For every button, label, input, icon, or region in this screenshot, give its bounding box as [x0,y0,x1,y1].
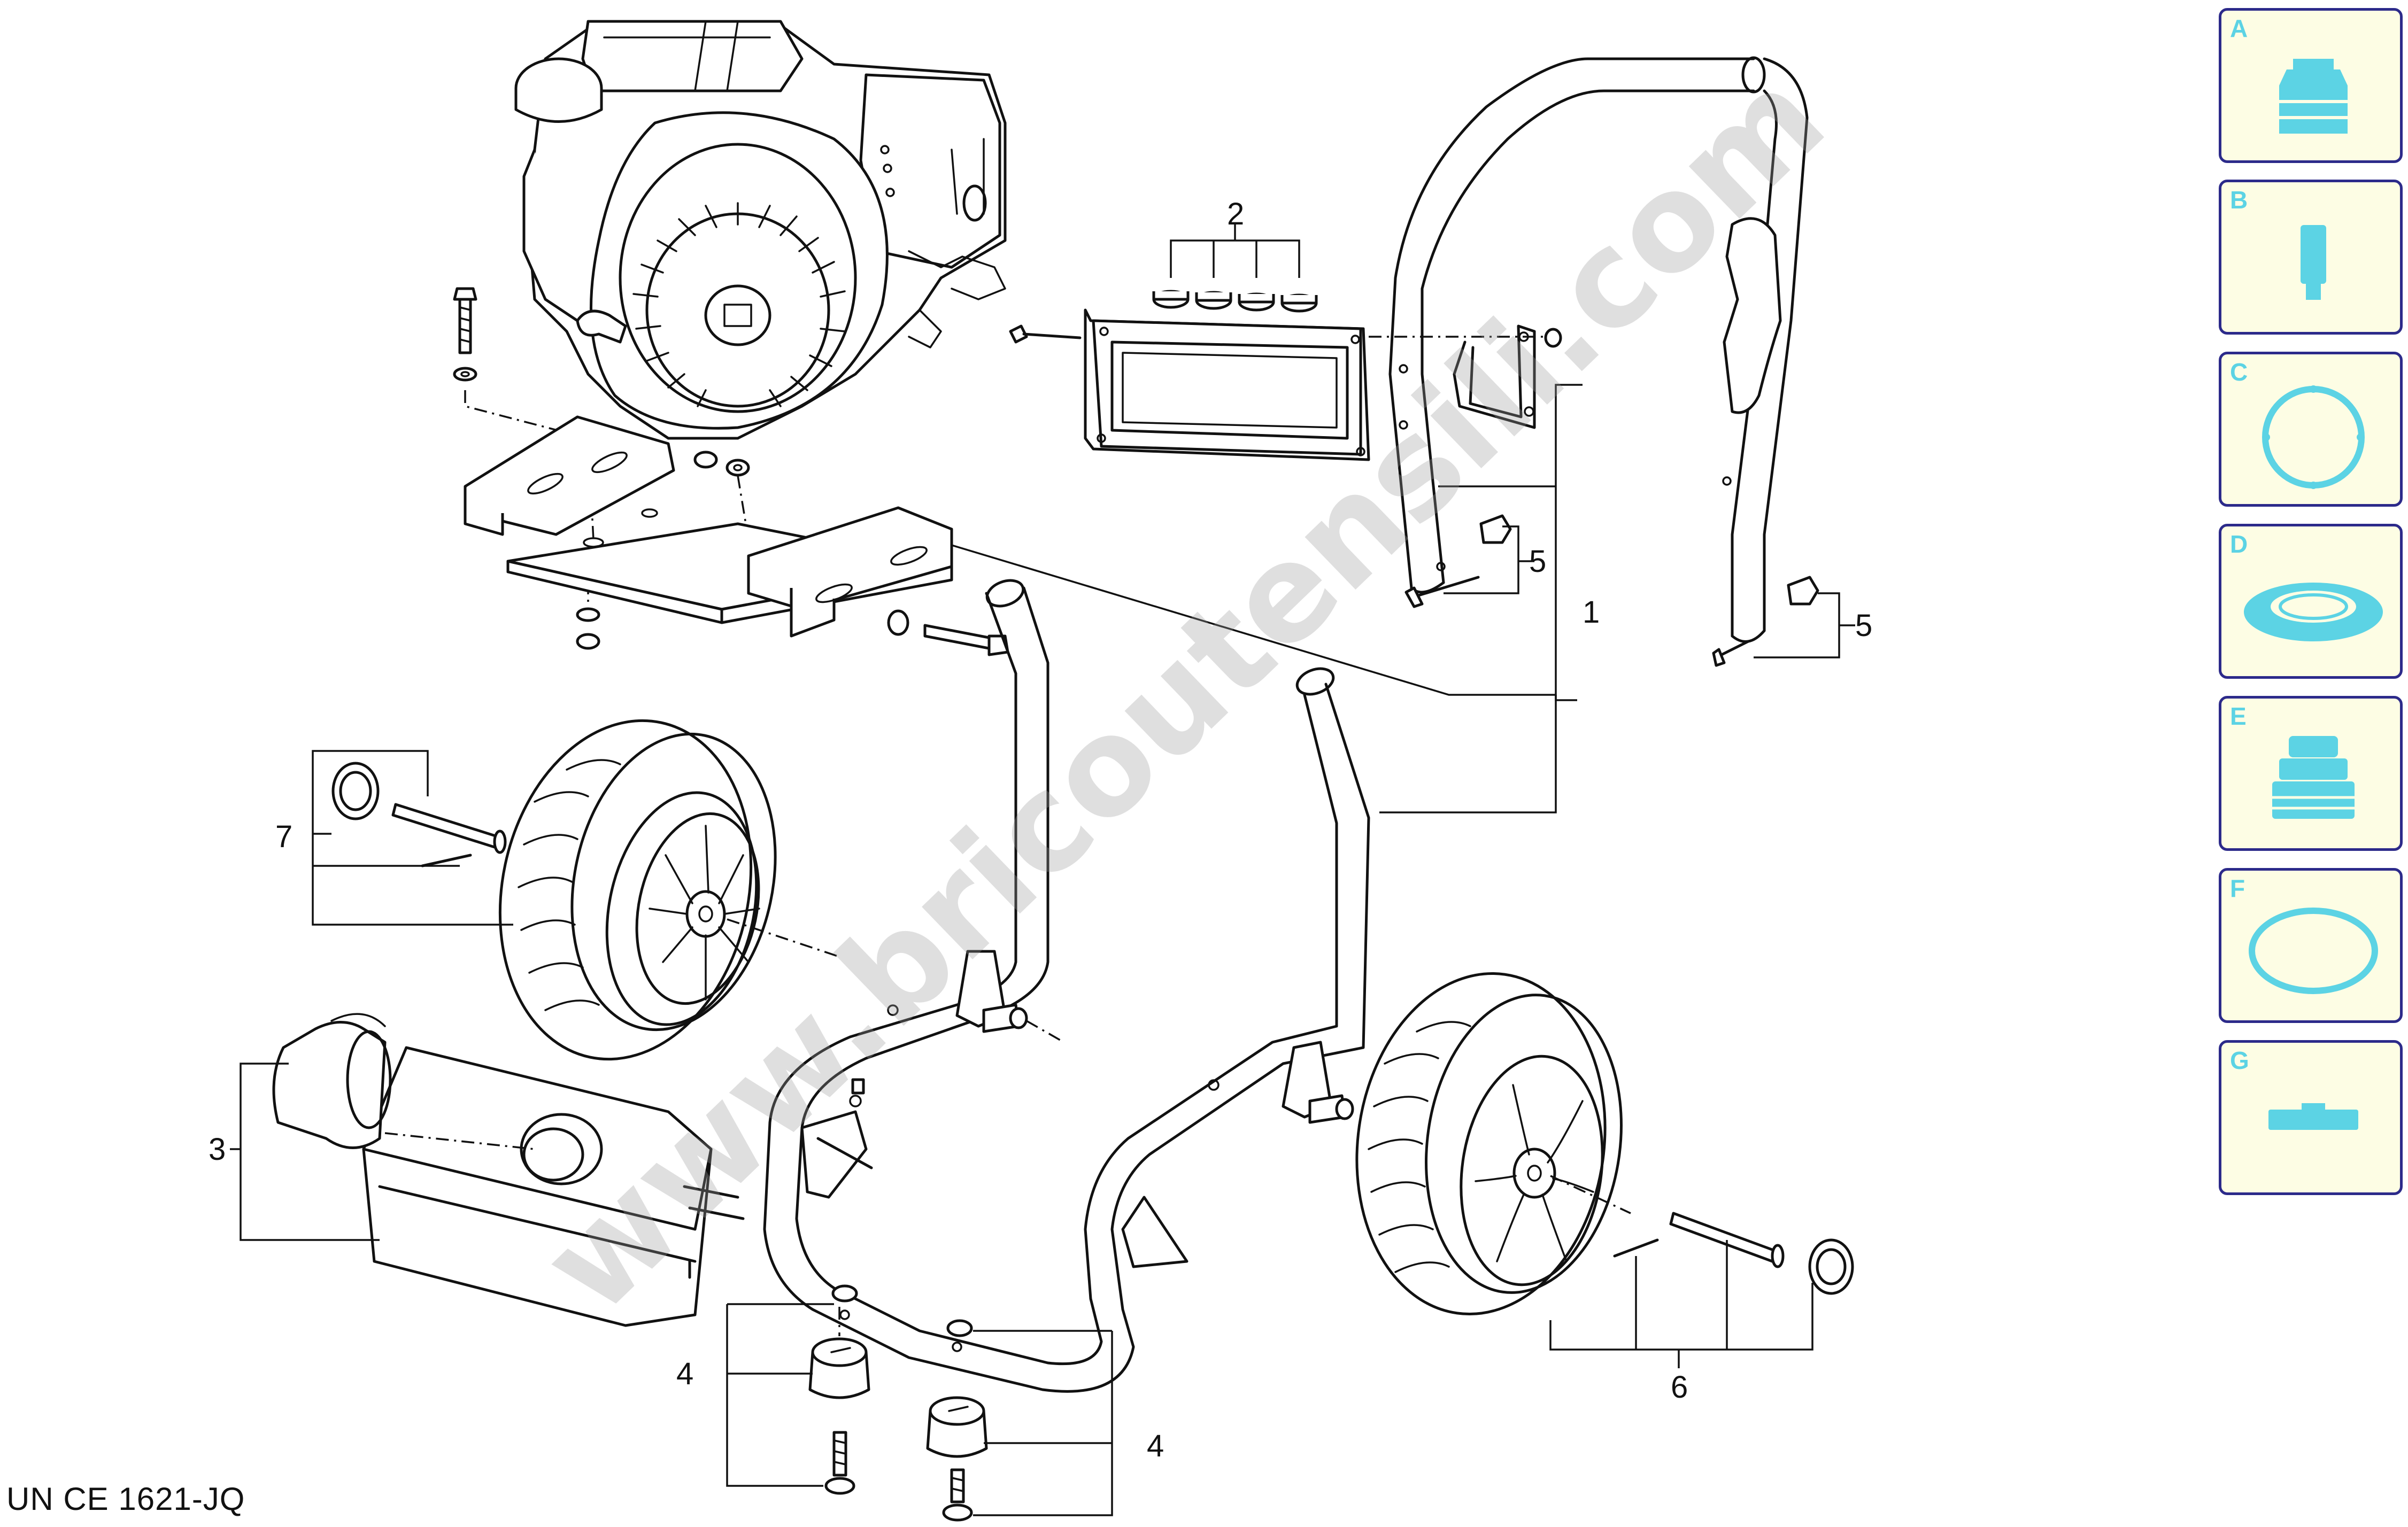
gasket-icon [2268,1103,2358,1130]
tab-d-letter: D [2230,530,2248,558]
tab-c-letter: C [2230,358,2248,386]
callout-5-right: 5 [1855,608,1872,643]
control-panel [1009,224,1370,461]
callout-7: 7 [275,819,292,854]
callout-1: 1 [1583,595,1600,630]
oil-seal-icon [2244,583,2383,641]
tab-f-letter: F [2230,874,2245,902]
document-code: UN CE 1621-JQ [6,1481,245,1517]
tab-b-letter: B [2230,186,2248,214]
callout-2: 2 [1227,197,1244,231]
cart-frame [763,579,1370,1393]
tab-a-letter: A [2230,14,2248,42]
callout-6: 6 [1671,1370,1688,1405]
engine-mount-hardware [453,287,750,650]
engine-mounting-tray [464,415,1009,656]
axle-hardware-right [1549,1212,1854,1368]
tab-d[interactable]: D [2219,524,2403,679]
tab-e[interactable]: E [2219,696,2403,851]
wheel-right [1355,972,1631,1315]
engine [514,20,1007,440]
callout-4-right: 4 [1147,1429,1164,1463]
tab-g-letter: G [2230,1047,2249,1074]
axle-hardware-left [312,750,513,926]
tab-c[interactable]: C [2219,352,2403,507]
callout-5-left: 5 [1529,544,1546,579]
fuel-tank [230,1013,745,1327]
tab-b[interactable]: B [2219,180,2403,335]
wheel-left [498,719,840,1061]
callout-1-leaders [951,384,1583,813]
cylinder-fitting-icon [2301,225,2326,300]
handle-frame [1369,56,1855,667]
callout-4-left: 4 [676,1357,693,1391]
connector-icon [2279,59,2348,134]
tab-a[interactable]: A [2219,8,2403,163]
tab-g[interactable]: G [2219,1040,2403,1195]
tab-e-letter: E [2230,702,2247,730]
o-ring-icon [2249,908,2378,994]
tab-f[interactable]: F [2219,868,2403,1023]
retaining-ring-icon [2262,385,2365,489]
callout-3: 3 [209,1132,226,1167]
piston-icon [2272,736,2355,819]
rubber-feet [726,1303,1113,1522]
